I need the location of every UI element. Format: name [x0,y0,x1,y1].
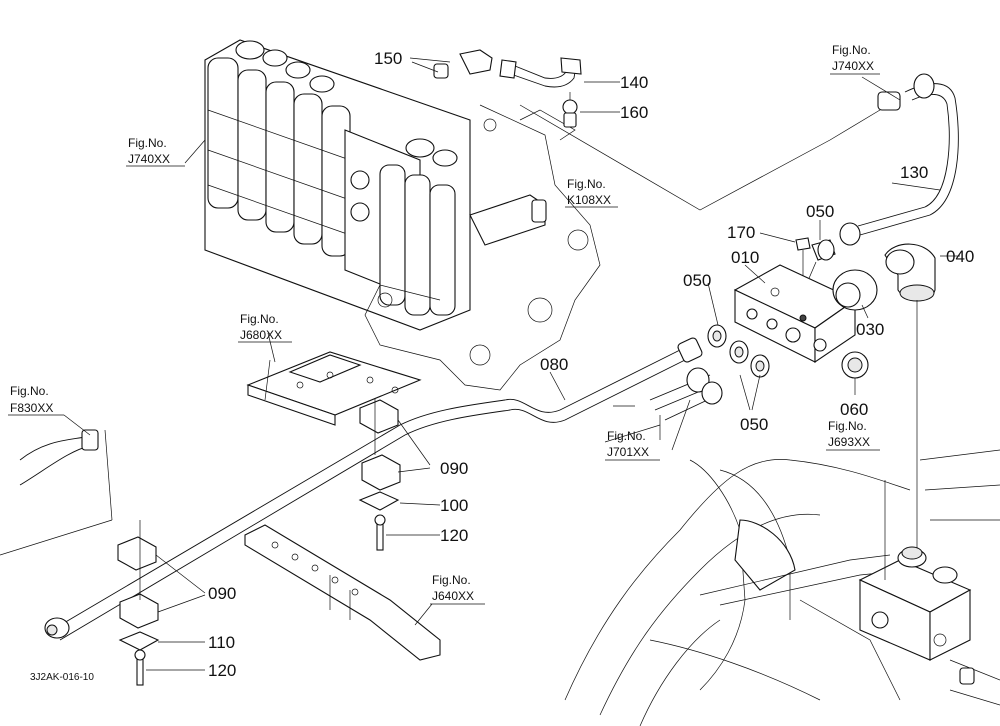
fittings-upper-right [795,237,936,600]
callout-030: 030 [856,320,884,339]
callout-090-lower: 090 [208,584,236,603]
callout-050-left: 050 [683,271,711,290]
drawing-code: 3J2AK-016-10 [30,672,94,683]
callout-120-lower: 120 [208,661,236,680]
svg-text:Fig.No.: Fig.No. [607,429,646,443]
housing-bracket [364,104,601,391]
svg-text:J740XX: J740XX [128,152,170,166]
svg-text:Fig.No.: Fig.No. [828,419,867,433]
svg-text:J693XX: J693XX [828,435,870,449]
svg-text:K108XX: K108XX [567,193,611,207]
callout-170: 170 [727,223,755,242]
callout-130: 130 [900,163,928,182]
svg-text:F830XX: F830XX [10,401,53,415]
callout-090-upper: 090 [440,459,468,478]
svg-text:Fig.No.: Fig.No. [832,43,871,57]
fig-ref-k108: Fig.No. K108XX [565,177,618,208]
callout-050-bottom: 050 [740,415,768,434]
bracket-j640 [244,524,441,661]
svg-text:Fig.No.: Fig.No. [240,312,279,326]
fig-ref-j680: Fig.No. J680XX [238,312,292,343]
leader-lines [63,57,960,671]
pipe-130 [519,73,959,246]
figure-references: Fig.No. J740XX Fig.No. J740XX Fig.No. K1… [8,43,880,605]
callout-numbers: 150 140 160 130 170 050 010 040 050 030 … [208,49,974,680]
clamps-upper [358,395,401,551]
callout-140: 140 [620,73,648,92]
svg-text:J640XX: J640XX [432,589,474,603]
svg-text:J680XX: J680XX [240,328,282,342]
tractor-installation-view [564,449,1000,726]
callout-040: 040 [946,247,974,266]
svg-text:Fig.No.: Fig.No. [432,573,471,587]
clamps-lower [117,520,160,686]
pipe-080 [44,337,723,641]
callout-160: 160 [620,103,648,122]
svg-text:J740XX: J740XX [832,59,874,73]
callout-060: 060 [840,400,868,419]
callout-080: 080 [540,355,568,374]
svg-text:Fig.No.: Fig.No. [10,384,49,398]
hose-f830 [0,429,113,556]
pipe-150-140-assembly [433,49,582,128]
fig-ref-j740-left: Fig.No. J740XX [126,136,185,167]
fig-ref-j740-right: Fig.No. J740XX [830,43,880,75]
control-valve-assembly [204,39,547,331]
svg-text:Fig.No.: Fig.No. [567,177,606,191]
callout-110: 110 [208,633,235,652]
callout-150: 150 [374,49,402,68]
callout-120-upper: 120 [440,526,468,545]
fig-ref-j693: Fig.No. J693XX [826,419,880,451]
callout-010: 010 [731,248,759,267]
svg-text:Fig.No.: Fig.No. [128,136,167,150]
bracket-j680 [246,351,422,426]
fig-ref-j640: Fig.No. J640XX [430,573,485,605]
callout-100: 100 [440,496,468,515]
fig-ref-j701: Fig.No. J701XX [605,429,660,461]
fittings-050-group [707,324,770,378]
manifold-block-010 [733,264,878,379]
svg-text:J701XX: J701XX [607,445,649,459]
fig-ref-f830: Fig.No. F830XX [8,384,64,416]
callout-050-top: 050 [806,202,834,221]
